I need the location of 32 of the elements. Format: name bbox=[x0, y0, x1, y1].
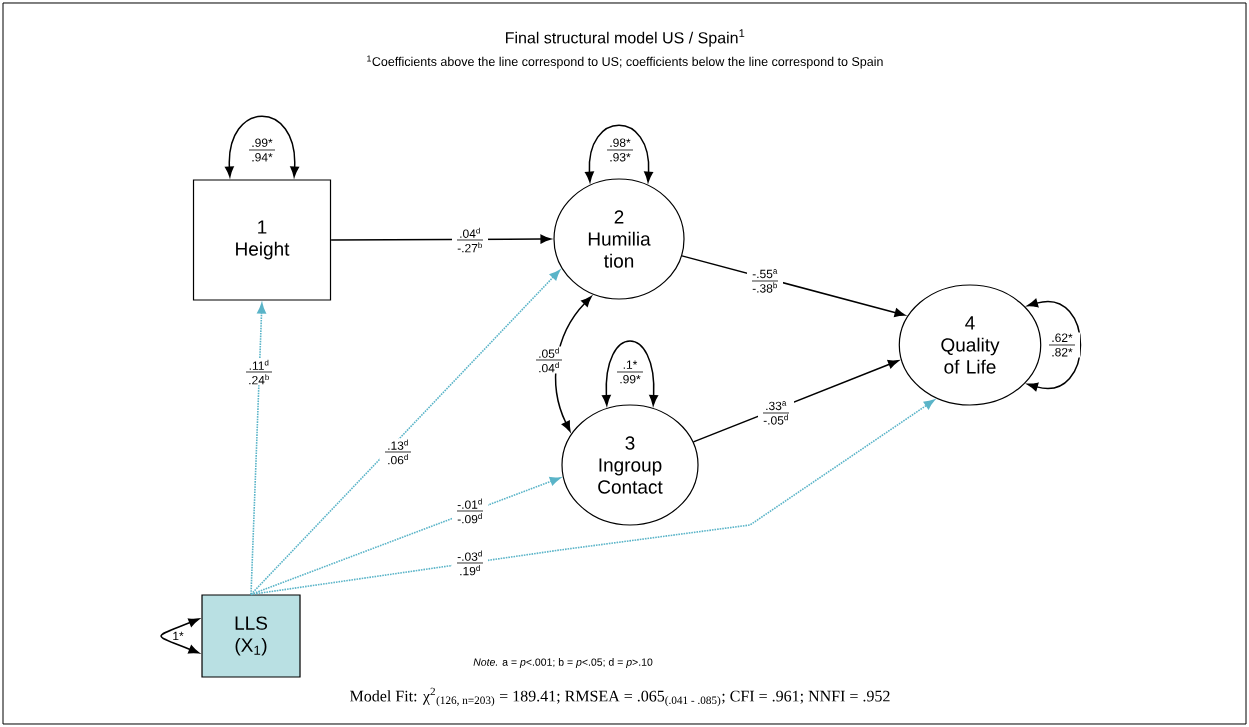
edge-label: .11$^{d}$ .24$^{b}$ bbox=[241, 358, 277, 386]
variable-box: LLS (X$_{1}$) bbox=[201, 594, 301, 678]
arrow bbox=[250, 477, 561, 596]
arrow bbox=[692, 360, 899, 443]
title: Final structural model US / Spain$^{1}$ bbox=[506, 29, 745, 47]
edge-label: .05$^{d}$ .04$^{d}$ bbox=[531, 346, 567, 374]
arrow bbox=[250, 303, 266, 596]
double-headed-arrow bbox=[601, 340, 659, 406]
edge-label: .62* .82* bbox=[1044, 332, 1080, 358]
edge-label: .99* .94* bbox=[244, 137, 280, 163]
arrow bbox=[330, 234, 552, 244]
significance-note: Note. a = p<.001; b = p<.05; d = p>.10 bbox=[473, 658, 653, 668]
edge-label: 1* bbox=[171, 630, 185, 642]
edge-label: -.01$^{d}$ -.09$^{d}$ bbox=[452, 497, 488, 525]
arrow bbox=[250, 269, 561, 596]
double-headed-arrow bbox=[554, 296, 592, 432]
edge-label: -.55$^{a}$ -.38$^{b}$ bbox=[747, 268, 783, 294]
double-headed-arrow bbox=[585, 124, 653, 183]
double-headed-arrow bbox=[225, 115, 300, 178]
edge-label: .1* .99* bbox=[612, 359, 648, 385]
footnote-text: $^{1}$Coefficients above the line correspond to US; coefficients below the line correspond to Spain bbox=[367, 55, 883, 69]
edge-label: .04$^{d}$ -.27$^{b}$ bbox=[452, 226, 488, 254]
edge-label: .33$^{a}$ -.05$^{d}$ bbox=[758, 400, 794, 426]
double-headed-arrow bbox=[160, 618, 200, 654]
double-headed-arrow bbox=[1027, 298, 1082, 392]
edge-label: .13$^{d}$ .06$^{d}$ bbox=[380, 438, 416, 466]
arrow bbox=[250, 399, 935, 596]
model-fit-text: Model Fit: χ$^{2}$$_{(126, n=203)}$ = 189.41; RMSEA = .065$_{(.041 - .085)}$; CFI = .961; NNFI = .952 bbox=[350, 687, 890, 707]
edge-label: .98* .93* bbox=[602, 137, 638, 163]
edge-label: -.03$^{d}$ .19$^{d}$ bbox=[452, 549, 488, 577]
arrow bbox=[681, 255, 906, 317]
variable-box: 1 Height bbox=[192, 179, 332, 301]
